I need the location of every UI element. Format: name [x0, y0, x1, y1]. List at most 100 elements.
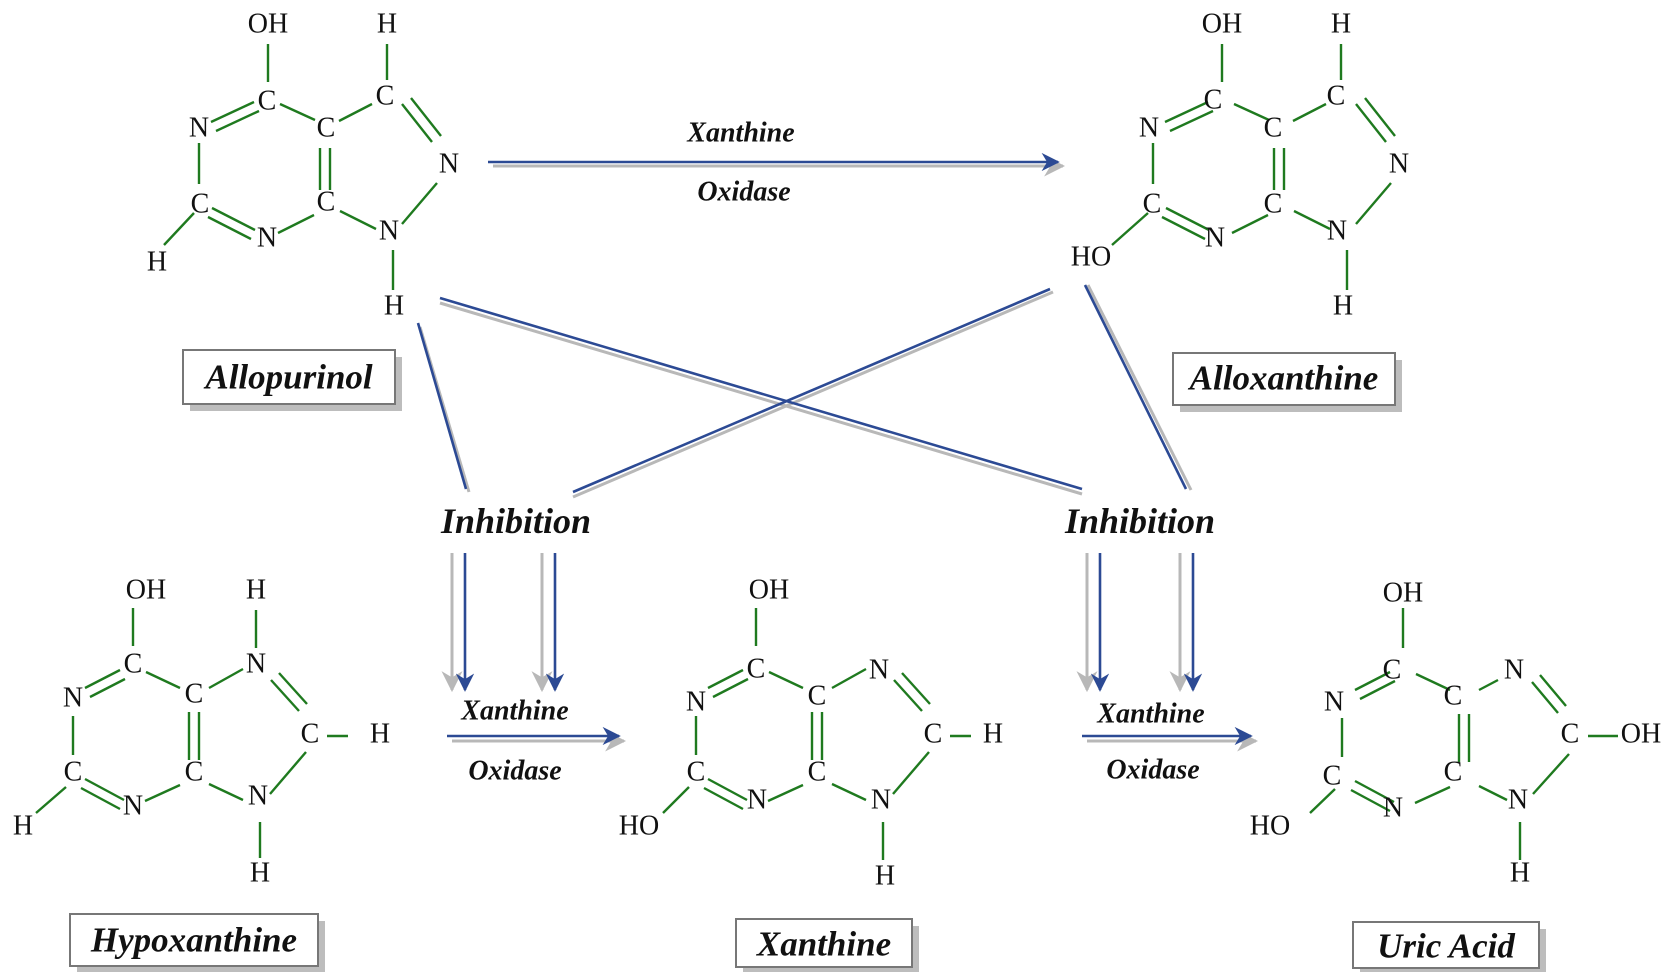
- atom-label: N: [871, 785, 891, 816]
- atom-label: OH: [1383, 578, 1423, 609]
- atom-label: N: [189, 113, 209, 144]
- arrow-label-enzyme: Xanthine: [1096, 699, 1204, 730]
- bonds-hypoxanthine: [35, 608, 348, 858]
- atom-label: H: [983, 719, 1003, 750]
- connectors: [416, 152, 1253, 746]
- atoms-hypoxanthine: OH H C N N C C H C C N N H H: [13, 575, 390, 889]
- atom-label: H: [1510, 858, 1530, 889]
- atom-label: C: [808, 681, 827, 712]
- atom-label: H: [1331, 9, 1351, 40]
- name-box-allopurinol: Allopurinol: [182, 349, 402, 411]
- connector-shadows: [418, 155, 1259, 752]
- atom-label: N: [439, 149, 459, 180]
- atoms-uric-acid: OH C N N C C OH C C N N HO H: [1250, 578, 1661, 889]
- atom-label: OH: [1621, 719, 1661, 750]
- atom-label: C: [191, 189, 210, 220]
- arrow-label-enzyme: Xanthine: [686, 118, 794, 149]
- atom-label: HO: [1250, 811, 1290, 842]
- atom-label: C: [1561, 719, 1580, 750]
- arrow-labels: Xanthine Oxidase Xanthine Oxidase Xanthi…: [460, 118, 1204, 787]
- molecule-name: Hypoxanthine: [90, 921, 297, 960]
- molecule-name: Allopurinol: [203, 358, 373, 397]
- arrow-label-enzyme: Oxidase: [468, 756, 561, 787]
- inhibition-line: [439, 296, 1083, 491]
- inhibition-line: [1083, 284, 1188, 490]
- atom-label: N: [869, 655, 889, 686]
- atom-label: H: [250, 858, 270, 889]
- bonds-xanthine: [662, 608, 971, 860]
- atom-label: N: [1205, 223, 1225, 254]
- atom-label: H: [370, 719, 390, 750]
- atom-label: H: [147, 247, 167, 278]
- atom-label: C: [1264, 113, 1283, 144]
- atom-label: N: [1139, 113, 1159, 144]
- atom-label: H: [13, 811, 33, 842]
- atom-label: C: [1143, 189, 1162, 220]
- atoms-xanthine: OH C N N C C H C C N N HO H: [619, 575, 1003, 892]
- atom-label: C: [317, 113, 336, 144]
- molecule-name: Xanthine: [756, 925, 891, 964]
- atom-label: N: [1383, 793, 1403, 824]
- atom-label: OH: [1202, 9, 1242, 40]
- molecule-name: Alloxanthine: [1188, 359, 1379, 398]
- atom-label: H: [377, 9, 397, 40]
- atom-label: N: [248, 781, 268, 812]
- name-box-xanthine: Xanthine: [735, 918, 919, 972]
- atom-label: H: [875, 861, 895, 892]
- name-box-alloxanthine: Alloxanthine: [1172, 352, 1402, 412]
- inhibition-labels: Inhibition Inhibition: [440, 501, 1215, 541]
- atom-label: N: [686, 687, 706, 718]
- atom-label: C: [747, 654, 766, 685]
- atom-label: C: [924, 719, 943, 750]
- atom-label: C: [376, 81, 395, 112]
- molecule-name: Uric Acid: [1377, 927, 1515, 966]
- atom-label: C: [1323, 761, 1342, 792]
- atom-label: H: [1333, 291, 1353, 322]
- atom-label: N: [257, 223, 277, 254]
- atom-label: C: [687, 757, 706, 788]
- atom-label: C: [258, 86, 277, 117]
- inhibition-line: [572, 287, 1051, 494]
- atoms-allopurinol: OH H C C N C N C C N N H H: [147, 9, 459, 322]
- atom-label: N: [1504, 655, 1524, 686]
- atom-label: HO: [619, 811, 659, 842]
- atom-label: C: [185, 679, 204, 710]
- arrow-label-enzyme: Xanthine: [460, 696, 568, 727]
- atom-label: N: [1324, 687, 1344, 718]
- atoms-alloxanthine: OH H C C N C N C C N N HO H: [1071, 9, 1409, 322]
- bonds-allopurinol: [163, 44, 442, 290]
- atom-label: C: [1444, 681, 1463, 712]
- inhibition-line: [416, 322, 468, 490]
- atom-label: H: [246, 575, 266, 606]
- arrow-label-enzyme: Oxidase: [697, 177, 790, 208]
- atom-label: C: [185, 757, 204, 788]
- atom-label: OH: [749, 575, 789, 606]
- atom-label: OH: [248, 9, 288, 40]
- atom-label: C: [1204, 85, 1223, 116]
- atom-label: N: [379, 216, 399, 247]
- arrow-label-enzyme: Oxidase: [1106, 755, 1199, 786]
- atom-label: C: [1383, 655, 1402, 686]
- atom-label: HO: [1071, 242, 1111, 273]
- bonds-alloxanthine: [1111, 44, 1396, 290]
- atom-label: C: [64, 757, 83, 788]
- name-box-uric-acid: Uric Acid: [1352, 921, 1546, 972]
- inhibition-label: Inhibition: [440, 501, 591, 541]
- atom-label: C: [317, 187, 336, 218]
- inhibition-label: Inhibition: [1064, 501, 1215, 541]
- bonds-uric-acid: [1309, 608, 1618, 860]
- atom-label: N: [63, 683, 83, 714]
- atom-label: C: [808, 757, 827, 788]
- atom-label: N: [1389, 149, 1409, 180]
- atom-label: C: [301, 719, 320, 750]
- atom-label: C: [1444, 757, 1463, 788]
- atom-label: OH: [126, 575, 166, 606]
- atom-label: N: [747, 785, 767, 816]
- atom-label: C: [124, 649, 143, 680]
- atom-label: C: [1327, 81, 1346, 112]
- atom-label: H: [384, 291, 404, 322]
- atom-label: N: [1327, 216, 1347, 247]
- atom-label: N: [123, 791, 143, 822]
